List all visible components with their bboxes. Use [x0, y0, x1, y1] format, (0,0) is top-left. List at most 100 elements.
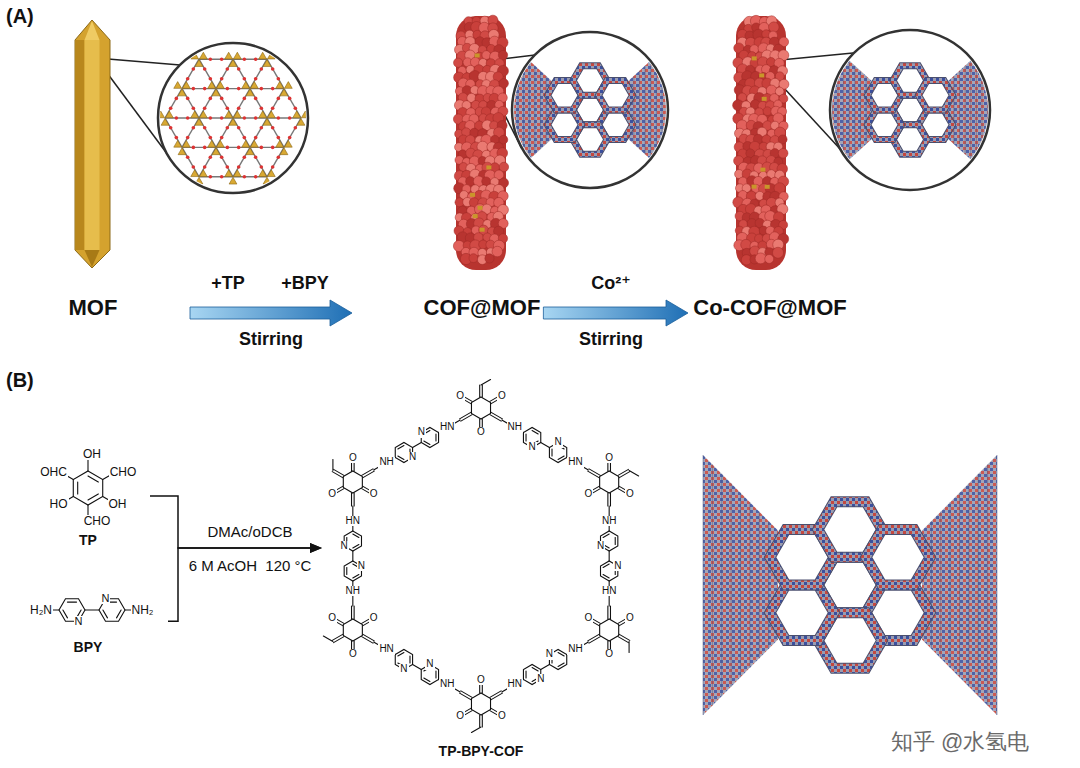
linker-oxygen	[186, 116, 190, 120]
metal-tetrahedron	[212, 89, 220, 96]
linker-oxygen	[203, 165, 207, 169]
linker-oxygen	[192, 106, 196, 110]
atom-label: HN	[439, 422, 455, 433]
bond-line	[103, 610, 108, 618]
atom-label: O	[476, 427, 486, 438]
linker-oxygen	[260, 87, 264, 91]
bond-line	[525, 434, 526, 441]
bond-line	[88, 476, 98, 482]
mof-crystal-tip	[85, 21, 100, 40]
bond-line	[603, 575, 609, 579]
bond-line	[332, 460, 333, 471]
mof-patch	[475, 53, 480, 57]
linker-oxygen	[243, 116, 247, 120]
metal-tetrahedron	[161, 119, 169, 126]
metal-tetrahedron	[259, 170, 267, 177]
atom-label: N	[527, 442, 536, 453]
atom-label: N	[553, 437, 562, 448]
condition-label: Stirring	[579, 330, 643, 349]
product-node: TP-BPY-COF	[322, 378, 640, 764]
metal-tetrahedron	[233, 52, 241, 59]
linker-oxygen	[254, 57, 258, 61]
mof-crystal	[75, 20, 110, 268]
condition-label: 6 M AcOH 120 °C	[189, 558, 312, 574]
metal-tetrahedron	[199, 111, 207, 118]
linker-oxygen	[209, 77, 213, 81]
linker-oxygen	[192, 165, 196, 169]
cof-layer-line	[529, 61, 530, 160]
bond-line	[589, 469, 600, 476]
bond-line	[346, 568, 347, 575]
cof-pore	[866, 530, 930, 585]
node-caption: COF@MOF	[424, 296, 541, 320]
atom-label: HN	[601, 586, 617, 597]
bond-line	[332, 472, 342, 478]
atom-label: O	[369, 489, 379, 500]
atom-label: N	[340, 541, 349, 552]
linker-oxygen	[254, 136, 258, 140]
inset-circle	[158, 43, 308, 193]
metal-tetrahedron	[297, 119, 305, 126]
node-caption: TP-BPY-COF	[439, 744, 524, 759]
cof-particle	[485, 254, 494, 263]
linker-oxygen	[271, 67, 275, 71]
metal-tetrahedron	[280, 89, 288, 96]
cof-layer-line	[506, 40, 507, 180]
bond-line	[353, 545, 359, 549]
cof-layer-line	[866, 76, 867, 144]
bond-line	[413, 443, 422, 448]
atom-label: N	[613, 561, 622, 572]
monomer-node: BPY	[18, 585, 168, 658]
atom-label: NH	[345, 586, 361, 597]
atom-label: NH	[567, 644, 583, 655]
metal-tetrahedron	[225, 170, 233, 177]
cof-layer-line	[826, 40, 827, 180]
linker-oxygen	[260, 165, 264, 169]
linker-oxygen	[243, 175, 247, 179]
linker-oxygen	[260, 106, 264, 110]
node-caption: MOF	[69, 296, 118, 320]
atom-label: OHC	[39, 466, 68, 479]
bond-line	[334, 469, 344, 475]
bond-line	[541, 443, 550, 448]
metal-tetrahedron	[250, 140, 258, 147]
linker-oxygen	[175, 97, 179, 101]
linker-oxygen	[237, 106, 241, 110]
process-arrow	[190, 300, 352, 326]
linker-oxygen	[277, 136, 281, 140]
linker-oxygen	[260, 146, 264, 150]
atom-label: O	[625, 613, 635, 624]
bond-line	[532, 431, 538, 435]
chemical-structures	[49, 380, 639, 733]
metal-tetrahedron	[216, 82, 224, 89]
cof-layer-line	[970, 61, 971, 160]
metal-tetrahedron	[195, 119, 203, 126]
cof-wall	[599, 81, 633, 110]
atom-label: O	[348, 649, 358, 660]
linker-oxygen	[237, 146, 241, 150]
cof-stack	[948, 40, 993, 180]
bond-line	[460, 412, 471, 419]
cof-particle	[769, 22, 779, 32]
bond-line	[435, 434, 436, 441]
metal-tetrahedron	[276, 140, 284, 147]
bond-line	[117, 610, 122, 618]
bond-line	[618, 637, 628, 643]
mof-crystal-face	[85, 40, 100, 250]
inset-circle	[512, 32, 668, 188]
bond-line	[353, 534, 359, 538]
cof-layer-line	[534, 66, 535, 155]
monomer-node: TP	[28, 440, 150, 552]
cof-pore	[599, 81, 633, 110]
cof-wall	[868, 110, 902, 139]
inset-ground	[158, 43, 308, 193]
cof-wall	[548, 110, 582, 139]
mof-patch	[486, 165, 491, 169]
cof-pore	[868, 110, 902, 139]
atom-label: N	[408, 452, 417, 463]
metal-tetrahedron	[225, 52, 233, 59]
atom-label: N	[425, 659, 434, 670]
linker-oxygen	[192, 67, 196, 71]
linker-oxygen	[271, 87, 275, 91]
